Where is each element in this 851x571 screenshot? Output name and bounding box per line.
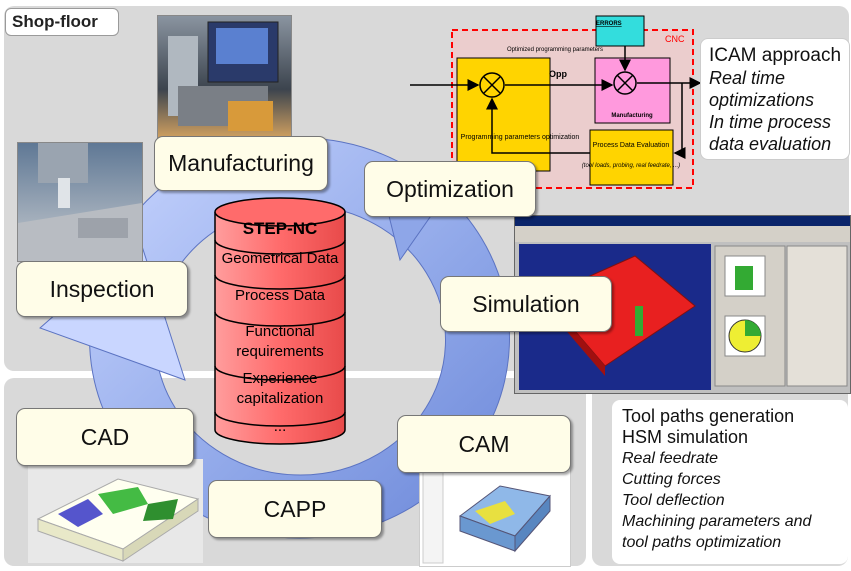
database-layer-functional-1: Functional xyxy=(245,323,314,340)
icam-line-1: Real time xyxy=(709,68,786,88)
step-nc-database: STEP-NC Geometrical Data Process Data Fu… xyxy=(214,197,346,445)
programming-box xyxy=(456,57,551,172)
inspection-image xyxy=(18,143,142,261)
icam-line-4: data evaluation xyxy=(709,134,832,154)
cad-part-image xyxy=(28,459,203,563)
errors-label: ERRORS xyxy=(596,21,622,27)
database-layer-experience-1: Experience xyxy=(242,370,317,387)
cam-part-drawing xyxy=(422,468,551,564)
database-layer-more: ... xyxy=(274,418,287,435)
shopfloor-label: Shop-floor xyxy=(5,8,119,36)
cam-label: CAM xyxy=(397,415,571,473)
toolpaths-line-2: HSM simulation xyxy=(622,427,749,447)
database-top xyxy=(214,197,346,227)
opp-label: Opp xyxy=(549,69,567,79)
toolpaths-italic-3: Tool deflection xyxy=(622,492,725,509)
process-data-title: Process Data Evaluation xyxy=(593,142,670,149)
icam-line-2: optimizations xyxy=(709,90,815,110)
cnc-label: CNC xyxy=(665,34,685,44)
process-data-box xyxy=(589,129,674,186)
toolpaths-text-block: Tool paths generation HSM simulation Rea… xyxy=(612,400,848,564)
cad-label: CAD xyxy=(16,408,194,466)
toolpaths-italic-5: tool paths optimization xyxy=(622,534,782,551)
capp-label: CAPP xyxy=(208,480,382,538)
database-body xyxy=(214,212,346,445)
errors-box xyxy=(595,15,645,47)
database-layer-experience-2: capitalization xyxy=(237,390,324,407)
cnc-machine-image xyxy=(168,21,279,131)
database-layer-functional-2: requirements xyxy=(236,343,324,360)
icam-line-3: In time process xyxy=(709,112,832,132)
icam-text-block: ICAM approach Real time optimizations In… xyxy=(700,38,850,160)
toolpaths-italic-4: Machining parameters and xyxy=(622,513,812,530)
cam-software-image xyxy=(419,465,571,567)
cad-part-drawing xyxy=(36,478,200,562)
inspection-label: Inspection xyxy=(16,261,188,317)
optimization-label: Optimization xyxy=(364,161,536,217)
programming-box-label: Programming parameters optimization xyxy=(461,134,580,141)
database-layer-process: Process Data xyxy=(235,287,326,304)
inspection-photo xyxy=(17,142,143,262)
simulation-label: Simulation xyxy=(440,276,612,332)
toolpaths-italic-1: Real feedrate xyxy=(622,450,719,467)
manufacturing-box-label: Manufacturing xyxy=(611,113,653,119)
database-layer-geometrical: Geometrical Data xyxy=(222,250,339,267)
process-data-detail: (tool loads, probing, real feedrate, ...… xyxy=(582,163,680,169)
toolpaths-italic-2: Cutting forces xyxy=(622,471,721,488)
database-title: STEP-NC xyxy=(243,219,318,238)
opp-caption: Optimized programming parameters xyxy=(507,47,603,53)
icam-title: ICAM approach xyxy=(709,45,842,66)
simulation-screenshot xyxy=(515,216,850,390)
cnc-machine-photo xyxy=(157,15,292,139)
toolpaths-line-1: Tool paths generation xyxy=(622,406,795,426)
manufacturing-label: Manufacturing xyxy=(154,136,328,191)
